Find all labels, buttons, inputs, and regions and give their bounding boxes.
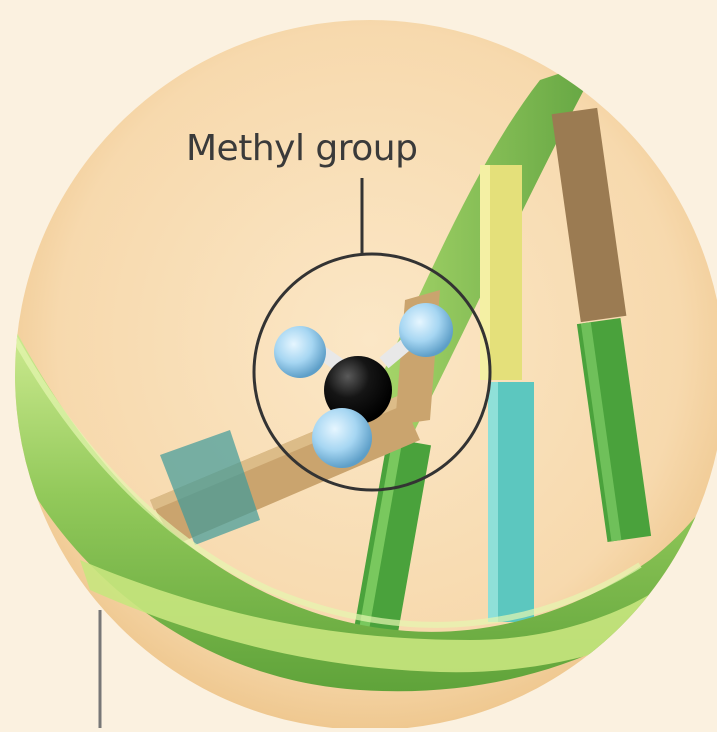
hydrogen-atom-left <box>274 326 326 378</box>
methyl-group-label: Methyl group <box>186 128 417 169</box>
hydrogen-atom-bottom <box>312 408 372 468</box>
hydrogen-atom-right <box>399 303 453 357</box>
